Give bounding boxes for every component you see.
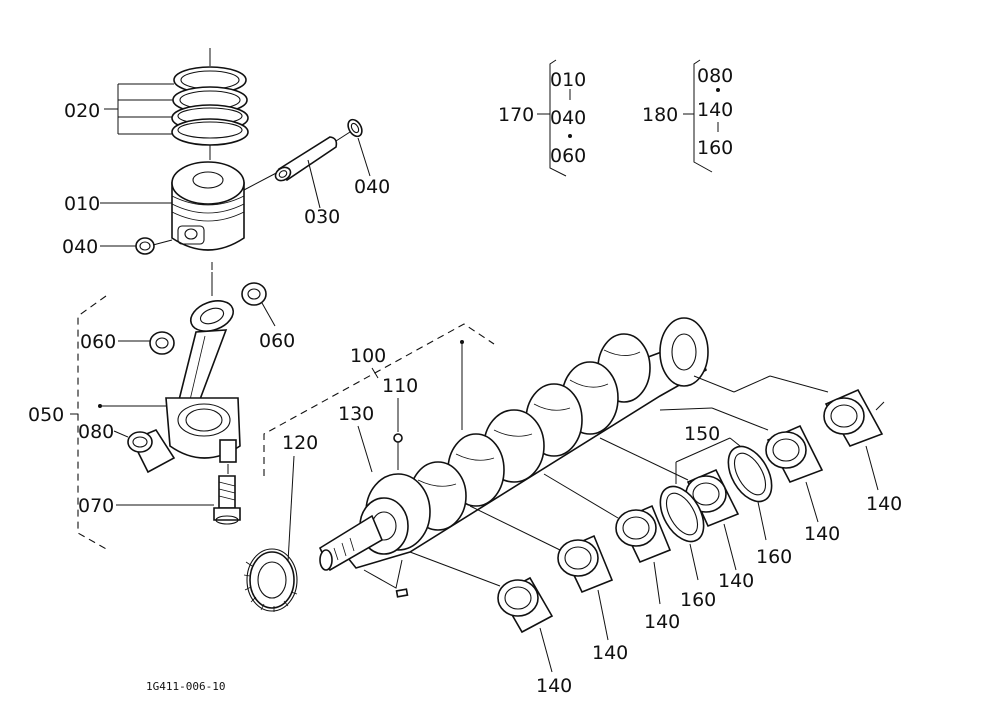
label-140-f: 140 <box>866 493 902 515</box>
label-140-e: 140 <box>804 523 840 545</box>
label-010: 010 <box>64 193 100 215</box>
piston-rings <box>171 48 249 160</box>
piston-pin <box>243 131 351 209</box>
label-120: 120 <box>282 432 318 454</box>
main-bearing-2 <box>469 505 614 641</box>
label-140-b: 140 <box>592 642 628 664</box>
label-160-a: 160 <box>680 589 716 611</box>
label-050: 050 <box>28 404 64 426</box>
label-080: 080 <box>78 421 114 443</box>
connecting-rod-assembly-bracket <box>70 295 172 551</box>
set-170-code: 170 <box>498 104 534 126</box>
thrust-washer-right <box>727 445 773 541</box>
label-100: 100 <box>350 345 386 367</box>
oil-plug <box>393 398 403 443</box>
label-140-a: 140 <box>536 675 572 697</box>
set-170-bracket <box>537 59 572 177</box>
bushing-lower <box>118 331 175 355</box>
label-140-c: 140 <box>644 611 680 633</box>
label-030: 030 <box>304 206 340 228</box>
piston <box>171 161 245 270</box>
circlip-left <box>100 237 173 255</box>
label-060-right: 060 <box>259 330 295 352</box>
thrust-washer-left <box>659 485 705 581</box>
set-170-item-1: 010 <box>550 69 586 91</box>
key <box>357 425 409 598</box>
set-180-bracket <box>683 59 720 173</box>
connecting-rod <box>165 272 241 463</box>
set-180-item-3: 160 <box>697 137 733 159</box>
main-bearing-6 <box>693 375 885 491</box>
label-040-left: 040 <box>62 236 98 258</box>
circlip-right <box>347 118 371 177</box>
label-160-b: 160 <box>756 546 792 568</box>
set-180-item-1: 080 <box>697 65 733 87</box>
set-170-item-2: 040 <box>550 107 586 129</box>
label-060-left: 060 <box>80 331 116 353</box>
label-040-right: 040 <box>354 176 390 198</box>
main-bearing-1 <box>409 551 554 673</box>
set-170-item-3: 060 <box>550 145 586 167</box>
label-110: 110 <box>382 375 418 397</box>
label-020: 020 <box>64 100 100 122</box>
big-end-bearing <box>113 429 176 474</box>
label-150: 150 <box>684 423 720 445</box>
set-180-item-2: 140 <box>697 99 733 121</box>
crankshaft <box>318 317 709 572</box>
label-130: 130 <box>338 403 374 425</box>
rod-bolt <box>116 464 241 525</box>
figure-code: 1G411-006-10 <box>146 680 225 693</box>
label-020-leaders <box>104 83 174 135</box>
crankshaft-gear <box>243 455 298 612</box>
label-140-d: 140 <box>718 570 754 592</box>
bushing-upper <box>241 282 276 327</box>
label-070: 070 <box>78 495 114 517</box>
crankshaft-assembly-bracket <box>263 323 495 476</box>
main-bearing-5 <box>659 407 824 523</box>
set-180-code: 180 <box>642 104 678 126</box>
label-150-leaders <box>675 437 741 484</box>
main-bearing-3 <box>543 473 672 605</box>
